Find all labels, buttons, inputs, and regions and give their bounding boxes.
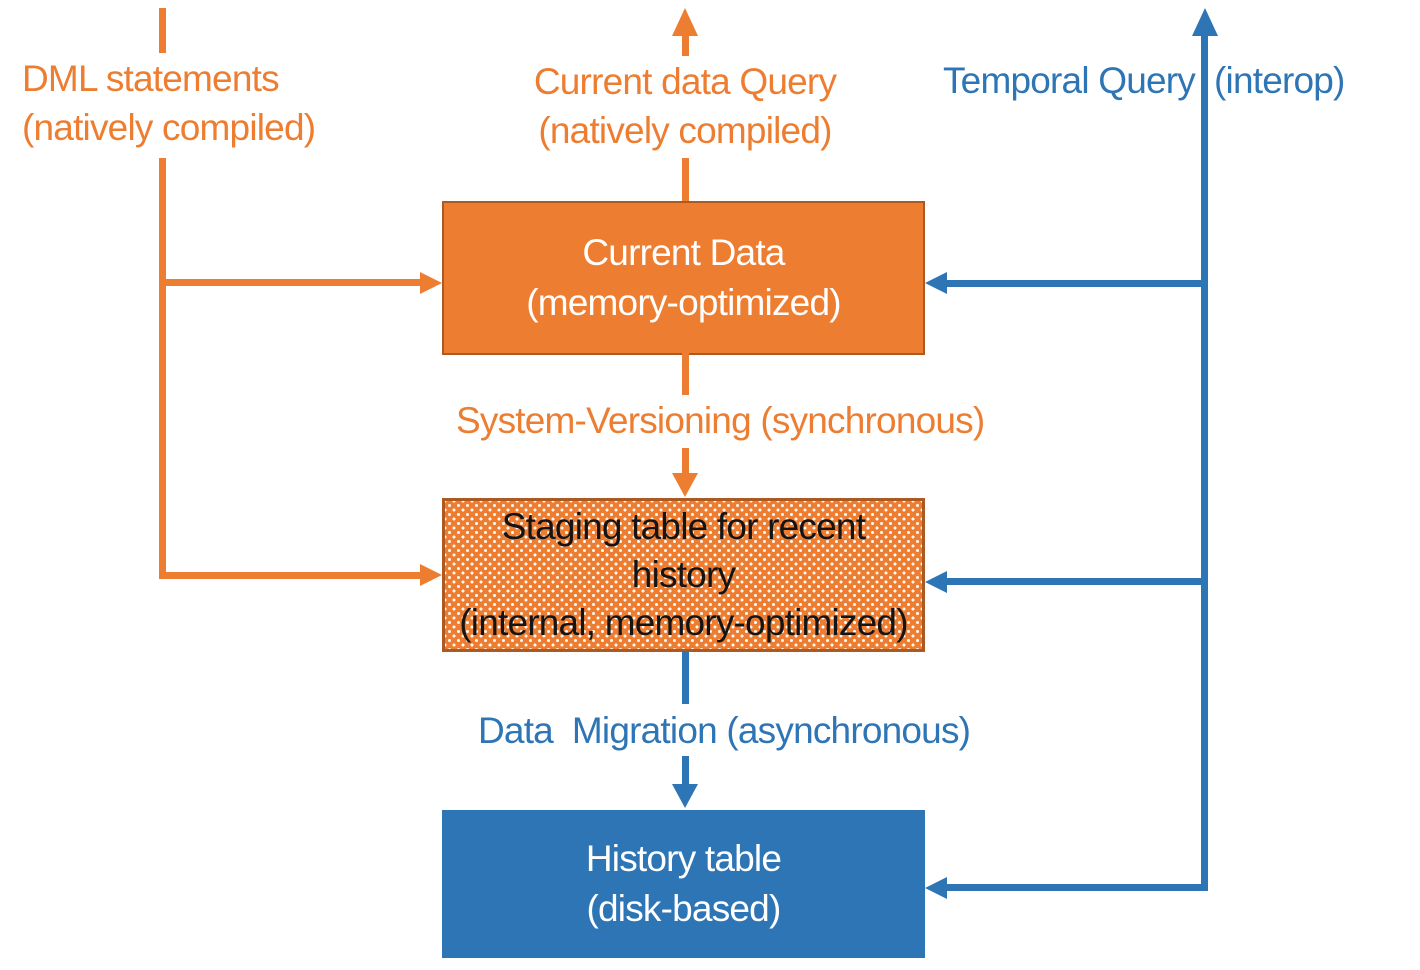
data-migration-label: Data Migration (asynchronous) (478, 710, 971, 751)
system-versioning-label: System-Versioning (synchronous) (456, 400, 985, 441)
system-versioning-connector-top (682, 353, 689, 395)
temporal-query-label: Temporal Query (942, 60, 1196, 101)
temporal-branch-history-arrowhead (925, 877, 947, 899)
temporal-branch-history-shaft (947, 884, 1208, 891)
temporal-branch-staging-arrowhead (925, 571, 947, 593)
dml-branch-current-arrowhead (420, 272, 442, 294)
query-to-current-connector (682, 158, 689, 202)
dml-statements-label: DML statements (natively compiled) (22, 58, 316, 148)
staging-table-box: Staging table for recent history (intern… (442, 498, 925, 652)
dml-branch-staging-shaft (159, 572, 420, 579)
data-migration-arrow-shaft (682, 756, 689, 784)
current-query-arrowhead (672, 8, 698, 36)
temporal-branch-current-shaft (947, 280, 1208, 287)
current-data-box-label: Current Data (memory-optimized) (526, 232, 841, 323)
temporal-branch-current-arrowhead (925, 272, 947, 294)
system-versioning-arrow-shaft (682, 448, 689, 473)
dml-line-top-segment (159, 8, 166, 53)
dml-line-vertical (159, 158, 166, 579)
staging-table-box-label: Staging table for recent history (intern… (459, 506, 908, 643)
current-query-arrow-shaft (682, 36, 689, 56)
system-versioning-arrowhead (672, 473, 698, 497)
current-data-box: Current Data (memory-optimized) (442, 201, 925, 355)
data-migration-arrowhead (672, 784, 698, 808)
temporal-branch-staging-shaft (947, 578, 1208, 585)
dml-branch-staging-arrowhead (420, 564, 442, 586)
dml-branch-current-shaft (159, 279, 420, 286)
temporal-query-arrowhead (1192, 8, 1218, 36)
temporal-query-vertical-line (1201, 36, 1208, 891)
data-migration-connector-top (682, 651, 689, 704)
temporal-query-label-suffix: (interop) (1214, 60, 1345, 101)
current-data-query-label: Current data Query (natively compiled) (533, 61, 837, 151)
history-table-box: History table (disk-based) (442, 810, 925, 958)
history-table-box-label: History table (disk-based) (585, 838, 782, 929)
